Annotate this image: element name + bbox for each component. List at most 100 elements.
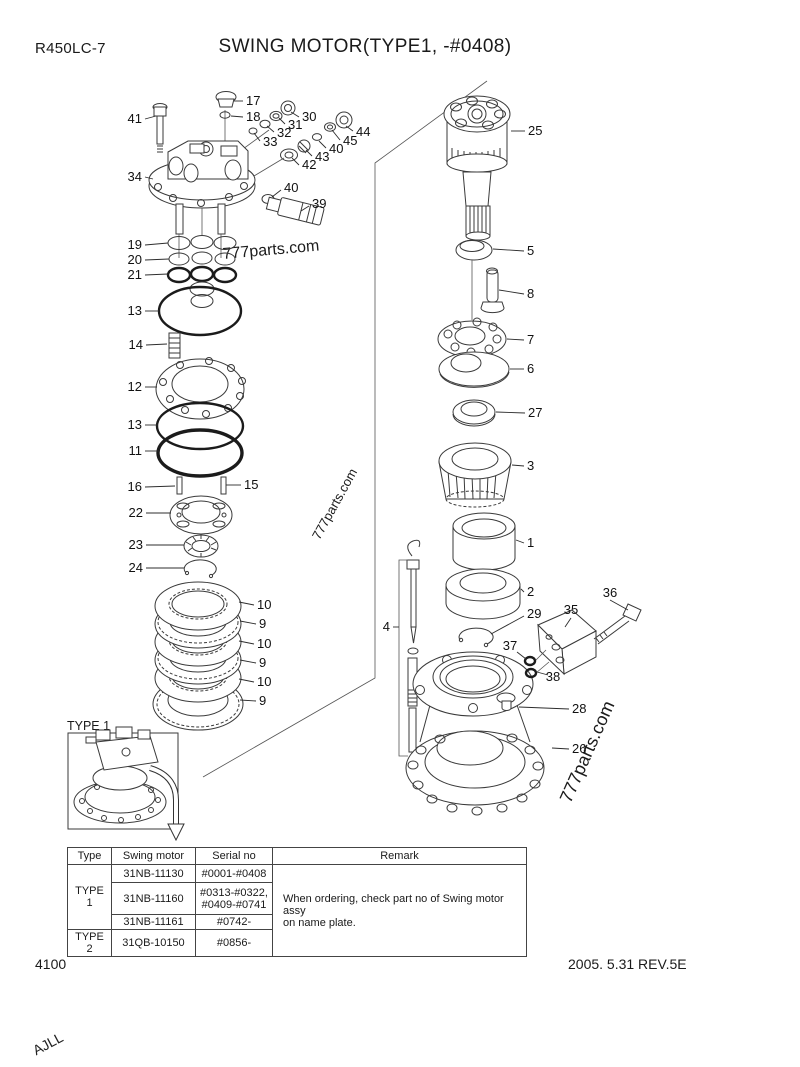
leader-line-39	[300, 205, 310, 212]
cell-motor-11160: 31NB-11160	[111, 882, 196, 915]
leader-line-35	[564, 617, 572, 628]
callout-26: 26	[572, 741, 586, 756]
callout-19: 19	[128, 237, 142, 252]
callout-11: 11	[129, 443, 143, 458]
callout-13: 13	[128, 303, 142, 318]
part-22-balance-plate	[169, 495, 233, 535]
page-number: 4100	[35, 956, 67, 972]
callout-36: 36	[603, 585, 617, 600]
leader-line-28	[518, 706, 570, 710]
callout-1: 1	[527, 535, 534, 550]
callout-labels: 4117183332313044454043423440391920211314…	[128, 93, 618, 756]
part-16-pin	[176, 476, 183, 495]
part-12-plate-flange	[155, 357, 246, 420]
leader-lines	[144, 100, 629, 750]
callout-12: 12	[128, 379, 142, 394]
leader-line-10	[238, 678, 255, 683]
callout-4: 4	[383, 619, 390, 634]
leader-line-27	[495, 411, 526, 414]
callout-22: 22	[129, 505, 143, 520]
cell-motor-11161: 31NB-11161	[111, 914, 196, 930]
callout-5: 5	[527, 243, 534, 258]
callout-6: 6	[527, 361, 534, 376]
part-2-ring-gear	[445, 568, 521, 620]
callout-17: 17	[246, 93, 260, 108]
leader-line-34	[144, 176, 154, 180]
callout-21: 21	[128, 267, 142, 282]
part-29-snap-ring	[458, 627, 494, 648]
callout-43: 43	[315, 149, 329, 164]
part-34-valve-head-assembly	[148, 140, 256, 258]
callout-28: 28	[572, 701, 586, 716]
part-4-dipstick-assembly	[398, 539, 421, 757]
leader-line-10	[238, 601, 255, 606]
callout-27: 27	[528, 405, 542, 420]
part-11-o-ring	[156, 428, 244, 478]
part-23-bearing	[183, 534, 219, 558]
callout-7: 7	[527, 332, 534, 347]
part-26-housing	[405, 651, 545, 816]
leader-line-38	[536, 671, 549, 676]
callout-15: 15	[244, 477, 258, 492]
part-13-o-ring-lower	[155, 401, 245, 451]
inset-motor-drawing	[73, 726, 167, 824]
parts-37-38-o-rings	[523, 655, 538, 679]
cell-remark: When ordering, check part no of Swing mo…	[272, 864, 527, 957]
callout-9: 9	[259, 655, 266, 670]
callout-37: 37	[503, 638, 517, 653]
callout-40: 40	[284, 180, 298, 195]
leader-line-45	[331, 129, 341, 141]
callout-10: 10	[257, 674, 271, 689]
inset-type1	[67, 726, 185, 842]
leader-line-2	[520, 588, 525, 593]
leader-line-29	[490, 615, 525, 635]
cell-serial-10150: #0856-	[195, 929, 273, 957]
leader-line-40	[271, 189, 282, 198]
part-36-bolt	[593, 603, 642, 645]
part-18-o-ring	[219, 111, 231, 119]
callout-8: 8	[527, 286, 534, 301]
callout-23: 23	[129, 537, 143, 552]
callout-39: 39	[312, 196, 326, 211]
leader-line-44	[345, 125, 354, 132]
col-header-remark: Remark	[272, 847, 527, 865]
cell-serial-11130: #0001-#0408	[195, 864, 273, 883]
part-3-roller-bearing	[438, 442, 512, 508]
callout-10: 10	[257, 636, 271, 651]
leader-line-7	[506, 338, 525, 341]
parts-19-20-21-seal-rings	[166, 235, 238, 308]
model-code: R450LC-7	[35, 40, 106, 57]
col-header-serial-no: Serial no	[195, 847, 273, 865]
inset-arrow	[149, 765, 185, 842]
part-41-hex-bolt	[152, 103, 168, 153]
leader-line-10	[238, 640, 255, 645]
callout-20: 20	[128, 252, 142, 267]
leader-line-9	[239, 620, 257, 625]
callout-2: 2	[527, 584, 534, 599]
parts-30-33-port-fittings	[231, 100, 296, 158]
leader-line-26	[551, 747, 570, 750]
callout-24: 24	[129, 560, 143, 575]
callout-45: 45	[343, 133, 357, 148]
callout-33: 33	[263, 134, 277, 149]
part-35-valve-block	[534, 609, 597, 676]
cell-serial-11161: #0742-	[195, 914, 273, 930]
leader-line-33	[253, 132, 261, 142]
callout-35: 35	[564, 602, 578, 617]
part-7-shoe-plate	[437, 317, 507, 358]
col-header-swing-motor: Swing motor	[111, 847, 196, 865]
callout-25: 25	[528, 123, 542, 138]
leader-line-40	[318, 140, 327, 149]
part-5-seal-washer	[455, 239, 493, 320]
cell-type-1: TYPE 1	[67, 864, 112, 930]
leader-line-42	[291, 157, 300, 166]
leader-line-5	[492, 248, 525, 252]
part-6-swash-plate	[438, 351, 510, 388]
leader-line-32	[266, 125, 275, 133]
part-27-ring	[452, 399, 496, 427]
leader-line-20	[144, 258, 170, 261]
cell-motor-11130: 31NB-11130	[111, 864, 196, 883]
part-25-coupling	[443, 95, 511, 241]
leader-line-31	[278, 117, 286, 125]
